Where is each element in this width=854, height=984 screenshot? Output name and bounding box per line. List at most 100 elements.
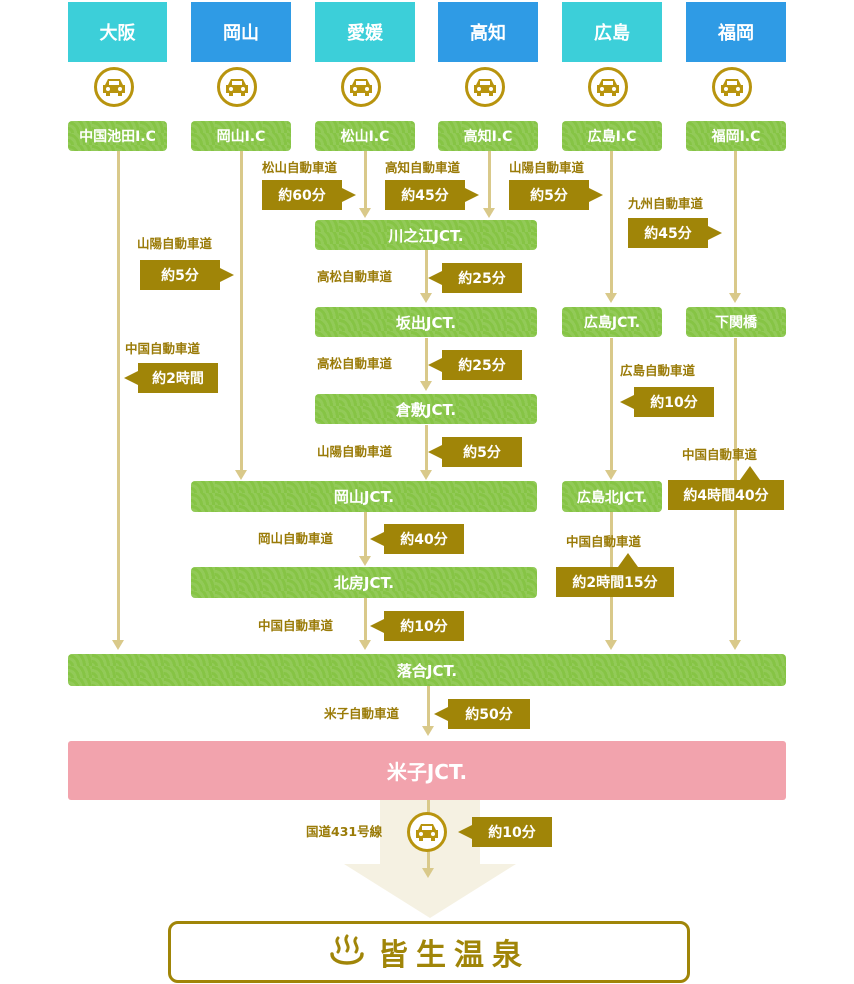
jct-ochiai: 落合JCT. — [68, 654, 786, 686]
road-label: 山陽自動車道 — [509, 160, 585, 175]
arrowhead — [605, 640, 617, 650]
hot-spring-icon — [328, 934, 366, 970]
jct-hokubo: 北房JCT. — [191, 567, 537, 598]
road-label: 松山自動車道 — [262, 160, 338, 175]
jct-kurashiki: 倉敷JCT. — [315, 394, 537, 424]
node-shimonoseki: 下関橋 — [686, 307, 786, 337]
line-hokubo-ochiai — [364, 598, 367, 640]
badge-pointer — [618, 553, 638, 567]
line-kurashiki-okayama — [425, 425, 428, 470]
arrowhead — [729, 293, 741, 303]
arrowhead — [483, 208, 495, 218]
time-badge: 約10分 — [384, 611, 464, 641]
car-icon — [217, 67, 257, 107]
line-osaka — [117, 150, 120, 640]
time-badge: 約60分 — [262, 180, 342, 210]
arrowhead — [422, 726, 434, 736]
line-hiroshima — [610, 150, 613, 293]
road-label: 中国自動車道 — [682, 447, 758, 462]
arrowhead — [359, 208, 371, 218]
ic-fukuoka: 福岡I.C — [686, 121, 786, 151]
car-icon — [94, 67, 134, 107]
arrowhead — [605, 293, 617, 303]
badge-pointer — [740, 466, 760, 480]
jct-yonago: 米子JCT. — [68, 741, 786, 800]
line-okayama-hokubo — [364, 512, 367, 556]
car-icon — [407, 812, 447, 852]
car-icon — [712, 67, 752, 107]
car-icon — [341, 67, 381, 107]
origin-okayama: 岡山 — [191, 2, 291, 62]
arrowhead — [605, 470, 617, 480]
line-kawanoe-sakaide — [425, 250, 428, 293]
origin-hiroshima: 広島 — [562, 2, 662, 62]
line-sakaide-kurashiki — [425, 338, 428, 381]
road-label: 米子自動車道 — [324, 706, 400, 721]
time-badge: 約2時間 — [138, 363, 218, 393]
line-car-dest — [427, 850, 430, 868]
time-badge: 約5分 — [509, 180, 589, 210]
badge-pointer — [370, 532, 384, 546]
road-label: 中国自動車道 — [566, 534, 642, 549]
time-badge: 約10分 — [634, 387, 714, 417]
origin-kochi: 高知 — [438, 2, 538, 62]
arrowhead — [729, 640, 741, 650]
arrowhead — [420, 293, 432, 303]
time-badge: 約25分 — [442, 350, 522, 380]
badge-pointer — [458, 825, 472, 839]
badge-pointer — [465, 188, 479, 202]
road-label: 九州自動車道 — [628, 196, 704, 211]
road-label: 高松自動車道 — [317, 269, 393, 284]
road-label: 中国自動車道 — [258, 618, 334, 633]
arrowhead — [359, 640, 371, 650]
badge-pointer — [342, 188, 356, 202]
arrowhead — [420, 470, 432, 480]
badge-pointer — [124, 371, 138, 385]
badge-pointer — [220, 268, 234, 282]
badge-pointer — [370, 619, 384, 633]
line-ochiai-yonago — [427, 686, 430, 726]
road-label: 中国自動車道 — [125, 341, 201, 356]
line-hiroshima-kita — [610, 338, 613, 470]
origin-ehime: 愛媛 — [315, 2, 415, 62]
badge-pointer — [428, 445, 442, 459]
origin-osaka: 大阪 — [68, 2, 167, 62]
destination-label: 皆生温泉 — [378, 938, 530, 973]
time-badge: 約40分 — [384, 524, 464, 554]
badge-pointer — [620, 395, 634, 409]
road-label: 国道431号線 — [306, 824, 383, 839]
arrowhead — [112, 640, 124, 650]
destination-box: 皆生温泉 — [168, 921, 690, 983]
road-label: 岡山自動車道 — [258, 531, 334, 546]
badge-pointer — [434, 707, 448, 721]
origin-fukuoka: 福岡 — [686, 2, 786, 62]
badge-pointer — [428, 271, 442, 285]
ic-ikeda: 中国池田I.C — [68, 121, 167, 151]
arrowhead — [420, 381, 432, 391]
time-badge: 約45分 — [628, 218, 708, 248]
ic-hiroshima: 広島I.C — [562, 121, 662, 151]
time-badge: 約4時間40分 — [668, 480, 784, 510]
arrowhead — [359, 556, 371, 566]
jct-hiroshima-kita: 広島北JCT. — [562, 481, 662, 512]
time-badge: 約2時間15分 — [556, 567, 674, 597]
badge-pointer — [428, 358, 442, 372]
line-fukuoka — [734, 150, 737, 293]
jct-sakaide: 坂出JCT. — [315, 307, 537, 337]
arrowhead — [422, 868, 434, 878]
line-okayama — [240, 150, 243, 470]
time-badge: 約5分 — [442, 437, 522, 467]
arrowhead — [235, 470, 247, 480]
badge-pointer — [589, 188, 603, 202]
jct-kawanoe: 川之江JCT. — [315, 220, 537, 250]
time-badge: 約10分 — [472, 817, 552, 847]
road-label: 高松自動車道 — [317, 356, 393, 371]
ic-matsuyama: 松山I.C — [315, 121, 415, 151]
road-label: 高知自動車道 — [385, 160, 461, 175]
line-yonago-car — [427, 800, 430, 814]
line-ehime — [364, 150, 367, 208]
ic-kochi: 高知I.C — [438, 121, 538, 151]
road-label: 広島自動車道 — [620, 363, 696, 378]
jct-hiroshima: 広島JCT. — [562, 307, 662, 337]
